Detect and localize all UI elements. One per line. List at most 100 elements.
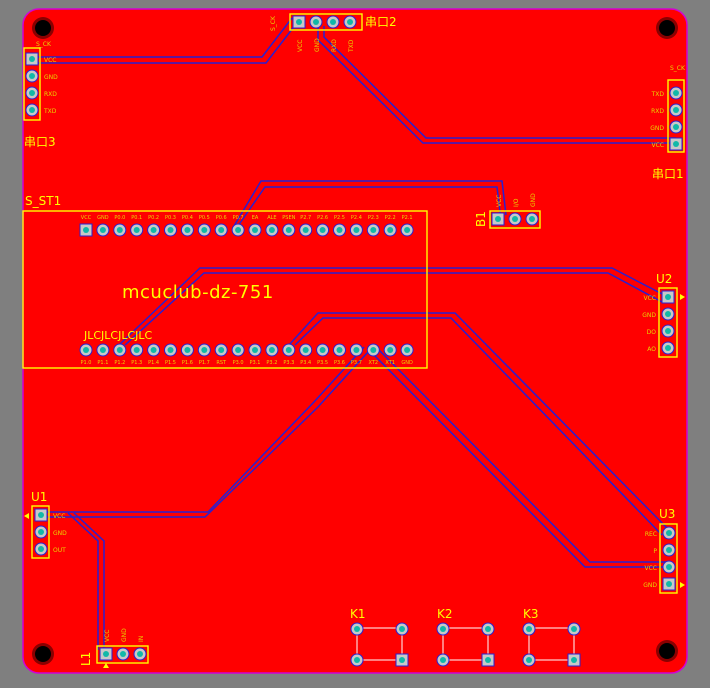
b1-pin-1: VCC: [496, 195, 503, 207]
u3-pin-3: VCC: [645, 565, 657, 572]
ck2-pin-1: VCC: [297, 40, 304, 52]
st1-bottom-pin-label-15: P3.5: [317, 360, 328, 366]
st1-top-hole-3: [116, 227, 123, 233]
st1-bottom-pin-label-5: P1.4: [148, 360, 159, 366]
u3-pin-1: REC: [645, 531, 657, 538]
st1-bottom-pin-label-4: P1.3: [131, 360, 142, 366]
st1-top-hole-2: [99, 227, 106, 233]
component-ck2: S_CK 串口2 VCC GND RXD TXD: [270, 13, 397, 53]
ck2-pin-3: RXD: [331, 39, 338, 52]
st1-top-pin-label-3: P0.0: [114, 215, 125, 221]
st1-top-pin-label-20: P2.1: [402, 215, 413, 221]
k3-designator: K3: [523, 607, 539, 621]
k2-designator: K2: [437, 607, 453, 621]
st1-top-hole-10: [235, 227, 242, 233]
component-ck3: S_CK VCC GND RXD TXD 串口3: [23, 41, 58, 149]
ck2-ref: S_CK: [270, 15, 277, 31]
copper-traces: [34, 17, 676, 650]
l1-pin-2: GND: [121, 628, 128, 642]
st1-bottom-pin-label-9: RST: [216, 360, 227, 366]
st1-top-pin-label-14: P2.7: [300, 215, 311, 221]
st1-top-pin-label-18: P2.3: [368, 215, 379, 221]
ck1-ref: S_CK: [670, 65, 686, 72]
st1-bottom-pin-label-1: P1.0: [81, 360, 92, 366]
ck1-pin-1: TXD: [651, 91, 665, 98]
st1-bottom-pin-label-12: P3.2: [266, 360, 277, 366]
ck3-pin-4: TXD: [43, 108, 57, 115]
ck2-pin-2: GND: [314, 38, 321, 52]
st1-bottom-pin-label-18: XT2: [369, 360, 379, 366]
st1-top-hole-11: [252, 227, 258, 233]
u1-pin-3: OUT: [53, 547, 66, 554]
board-title: mcuclub-dz-751: [122, 282, 274, 303]
component-u2: U2 VCC GND DO AO: [642, 272, 685, 358]
st1-bottom-pin-label-2: P1.1: [97, 360, 108, 366]
st1-bottom-hole-13: [285, 347, 292, 353]
st1-top-hole-15: [319, 227, 326, 233]
k1-designator: K1: [350, 607, 366, 621]
ck3-pin-1: VCC: [44, 57, 56, 64]
st1-bottom-pin-label-8: P1.7: [199, 360, 210, 366]
st1-bottom-pin-label-14: P3.4: [300, 360, 311, 366]
st1-bottom-hole-18: [370, 347, 377, 353]
l1-pin-1: VCC: [104, 630, 111, 642]
st1-top-pin-label-5: P0.2: [148, 215, 159, 221]
st1-top-hole-7: [184, 227, 191, 233]
component-l1: L1 VCC GND IN: [79, 628, 149, 668]
st1-bottom-hole-4: [133, 347, 140, 353]
st1-top-pin-label-2: GND: [97, 215, 109, 221]
st1-top-hole-12: [268, 227, 275, 233]
st1-top-hole-20: [404, 227, 411, 233]
u2-pin-1: VCC: [644, 295, 656, 302]
u2-pin-3: DO: [647, 329, 657, 336]
st1-bottom-pin-label-11: P3.1: [250, 360, 261, 366]
st1-top-hole-18: [370, 227, 377, 233]
b1-pin-3: GND: [530, 193, 537, 207]
st1-bottom-hole-16: [336, 347, 343, 353]
st1-top-hole-5: [150, 227, 157, 233]
ck3-ref: S_CK: [36, 41, 52, 48]
component-b1: B1 VCC I/O GND: [474, 193, 541, 229]
st1-top-pin-label-8: P0.5: [199, 215, 210, 221]
st1-designator: S_ST1: [25, 194, 61, 208]
ck3-pin-3: RXD: [44, 91, 57, 98]
st1-top-pin-label-16: P2.5: [334, 215, 345, 221]
st1-top-pin-label-6: P0.3: [165, 215, 176, 221]
st1-bottom-pin-label-10: P3.0: [233, 360, 244, 366]
l1-designator: L1: [79, 652, 93, 666]
u3-designator: U3: [659, 507, 675, 521]
st1-top-pin-label-4: P0.1: [131, 215, 142, 221]
component-u1: U1 VCC GND OUT: [24, 490, 67, 559]
st1-bottom-pin-label-6: P1.5: [165, 360, 176, 366]
component-k3: K3: [522, 607, 581, 667]
u2-designator: U2: [656, 272, 672, 286]
st1-top-pin-label-17: P2.4: [351, 215, 362, 221]
component-u3: U3 REC P VCC GND: [643, 507, 685, 594]
st1-top-pin-label-13: PSEN: [282, 215, 295, 221]
u2-pin-4: AO: [647, 346, 656, 353]
l1-pin-3: IN: [138, 636, 145, 642]
st1-bottom-hole-6: [167, 347, 174, 353]
st1-top-hole-1: [83, 227, 89, 233]
st1-top-pin-label-12: ALE: [267, 215, 276, 221]
st1-bottom-hole-2: [99, 347, 106, 353]
st1-top-pin-label-9: P0.6: [216, 215, 227, 221]
st1-top-pin-label-10: P0.7: [233, 215, 244, 221]
st1-bottom-hole-10: [235, 347, 242, 353]
st1-bottom-pin-label-20: GND: [401, 360, 413, 366]
st1-bottom-pin-label-16: P3.6: [334, 360, 345, 366]
st1-top-hole-19: [387, 227, 394, 233]
mounting-holes: [32, 17, 678, 665]
u3-pin-4: GND: [643, 582, 657, 589]
jlc-marker: JLCJLCJLCJLC: [83, 329, 153, 342]
st1-bottom-pin-label-19: XT1: [385, 360, 395, 366]
st1-top-hole-6: [167, 227, 174, 233]
st1-bottom-hole-12: [268, 347, 275, 353]
component-k2: K2: [436, 607, 495, 667]
st1-bottom-hole-7: [184, 347, 191, 353]
ck2-designator: 串口2: [365, 15, 397, 29]
ck3-pin-2: GND: [44, 74, 58, 81]
